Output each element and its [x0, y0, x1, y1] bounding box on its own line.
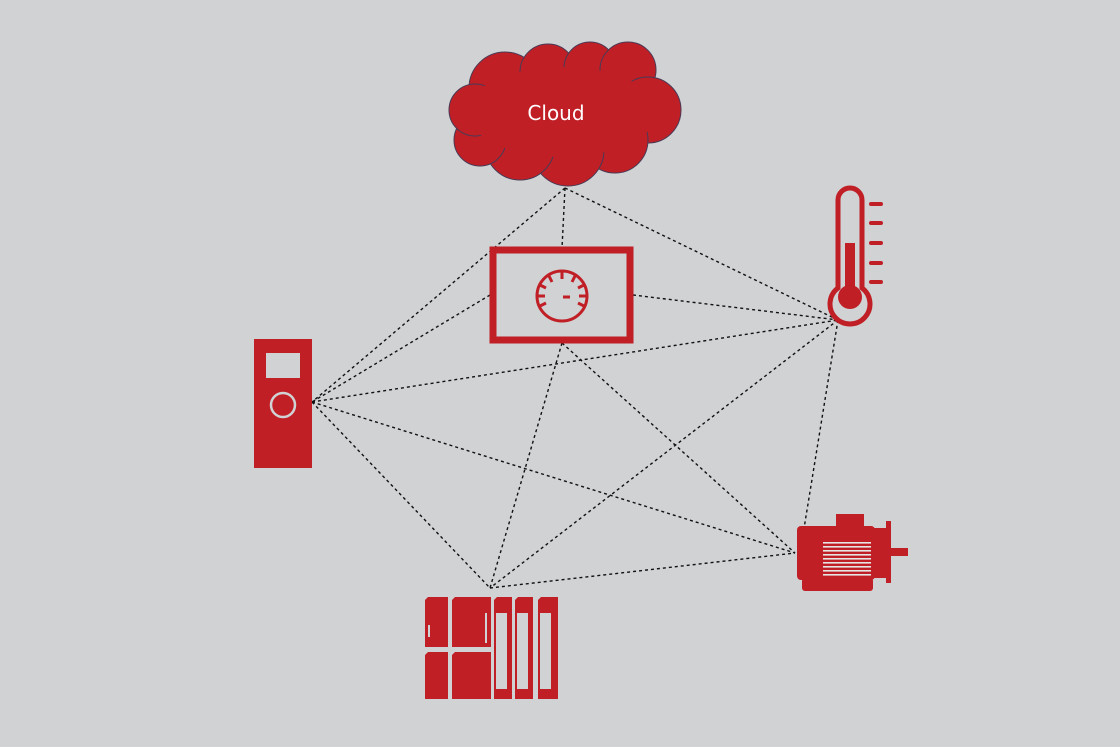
thermometer-icon — [827, 185, 883, 327]
motor-icon — [797, 514, 908, 591]
cloud-icon — [448, 41, 682, 187]
link-thermometer-motor — [799, 319, 839, 554]
motor-node — [797, 514, 908, 591]
cloud-node: Cloud — [448, 41, 682, 187]
link-hmi-motor — [561, 342, 796, 554]
link-hmi-thermometer — [632, 294, 839, 321]
plc-rack-icon — [425, 597, 558, 699]
link-plc-motor — [489, 552, 796, 589]
link-hmi-drive — [311, 294, 491, 403]
link-hmi-plc — [489, 342, 563, 589]
drive-node — [254, 339, 312, 468]
link-drive-thermometer — [311, 319, 839, 403]
hmi-gauge-icon — [535, 269, 589, 323]
cloud-label: Cloud — [527, 101, 584, 125]
link-cloud-drive — [311, 187, 566, 403]
link-drive-plc — [311, 401, 491, 589]
plc-node — [425, 597, 558, 699]
link-thermometer-plc — [489, 319, 839, 589]
link-cloud-hmi — [561, 187, 566, 249]
thermometer-node — [827, 185, 883, 327]
hmi-node — [489, 246, 634, 344]
connections — [311, 187, 839, 589]
drive-icon — [254, 339, 312, 468]
link-cloud-thermometer — [564, 187, 839, 321]
link-drive-motor — [311, 401, 796, 554]
